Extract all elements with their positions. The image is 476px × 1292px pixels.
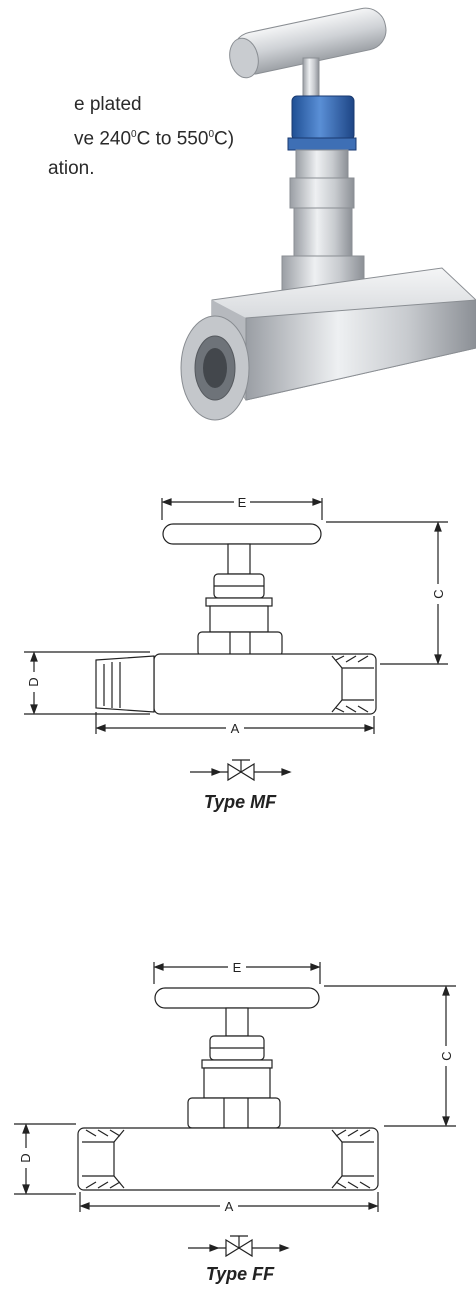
dimension-c: C — [324, 985, 456, 1127]
dimension-d: D — [14, 1123, 76, 1195]
dimension-a: A — [79, 1192, 379, 1214]
type-ff-drawing: E C D A — [14, 960, 456, 1284]
type-mf-label: Type MF — [204, 792, 277, 812]
dimension-a: A — [95, 712, 375, 736]
needle-valve-photo — [180, 7, 476, 421]
intro-line-1: e plated — [74, 94, 142, 115]
dim-e-label: E — [238, 495, 247, 510]
dim-d-label: D — [26, 677, 41, 686]
intro-text: e plated ve 2400C to 5500C) ation. — [0, 90, 240, 184]
dimension-c: C — [326, 521, 448, 665]
type-ff-label: Type FF — [206, 1264, 275, 1284]
intro-line-3: ation. — [48, 158, 95, 180]
dim-a-label: A — [225, 1199, 234, 1214]
dim-c-label: C — [439, 1051, 454, 1060]
intro-line-2: ve 2400C to 5500C) — [74, 128, 235, 150]
dimension-e: E — [161, 495, 323, 520]
valve-symbol — [188, 1235, 290, 1258]
valve-symbol — [190, 759, 292, 782]
dim-e-label: E — [233, 960, 242, 975]
type-mf-drawing: E C D A — [24, 495, 448, 812]
dim-c-label: C — [431, 589, 446, 598]
dim-a-label: A — [231, 721, 240, 736]
dimension-d: D — [24, 651, 150, 715]
dim-d-label: D — [18, 1153, 33, 1162]
dimension-e: E — [153, 960, 321, 984]
